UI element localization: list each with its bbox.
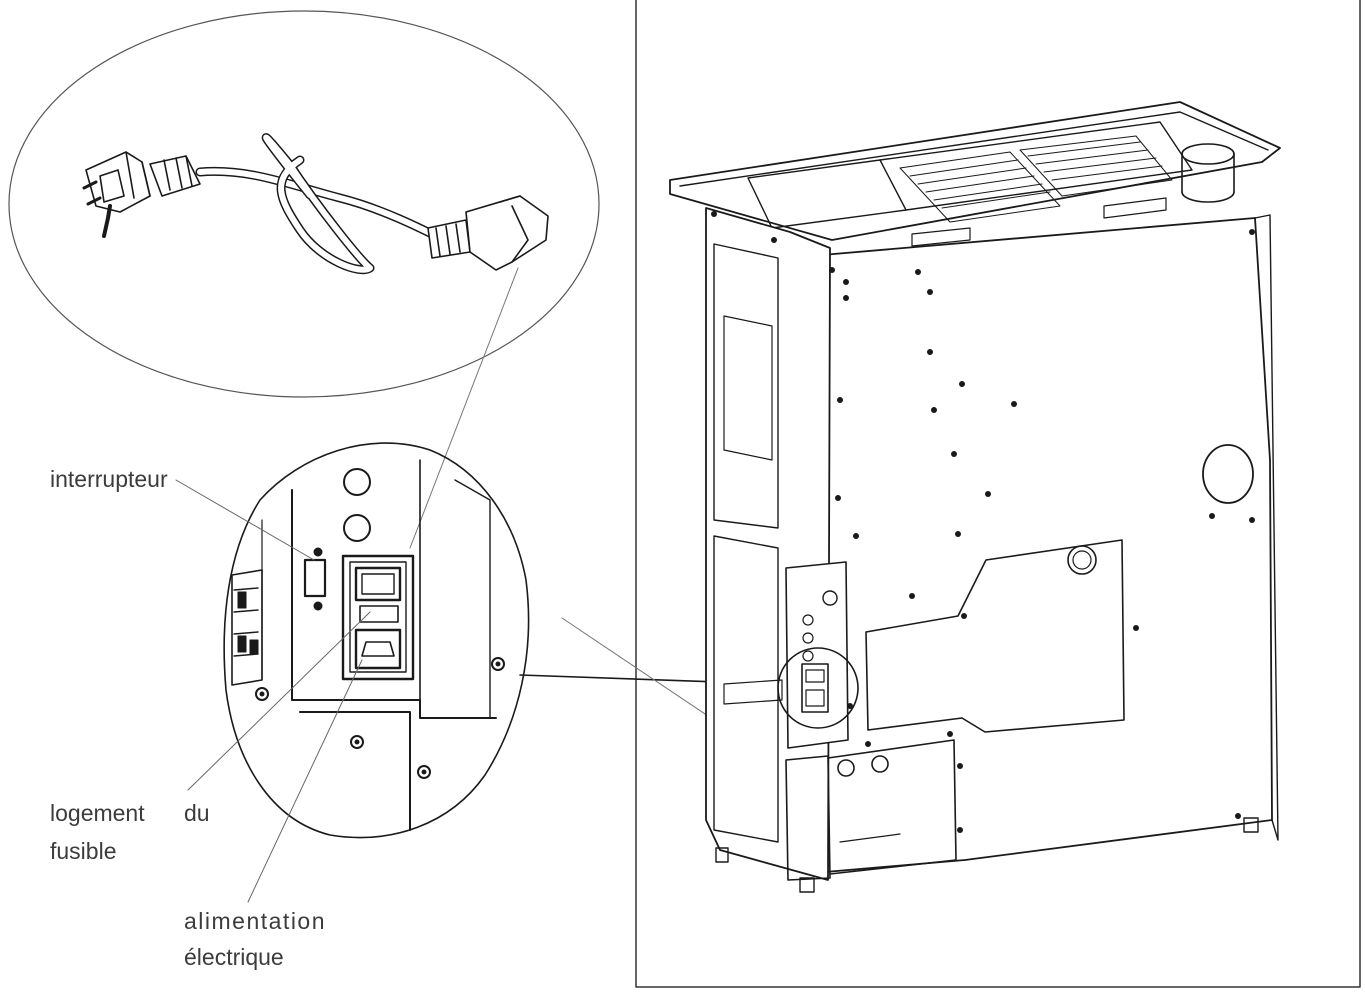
- label-du: du: [184, 800, 210, 826]
- power-cable-icon: [82, 133, 549, 275]
- switch-leader: [175, 479, 315, 561]
- label-fusible: fusible: [50, 838, 117, 864]
- right-panel-frame: [635, 0, 1361, 988]
- label-logement: logement: [50, 800, 145, 826]
- label-alimentation: alimentation: [184, 908, 327, 934]
- zoom-detail: [223, 442, 530, 839]
- fuse-leader: [187, 611, 371, 791]
- cable-callout-ellipse: [8, 10, 600, 398]
- cable-leader-line: [409, 267, 519, 549]
- label-electrique: électrique: [184, 944, 284, 970]
- pellet-stove-icon: [669, 101, 1281, 893]
- label-interrupteur: interrupteur: [50, 466, 168, 492]
- power-leader: [247, 659, 363, 903]
